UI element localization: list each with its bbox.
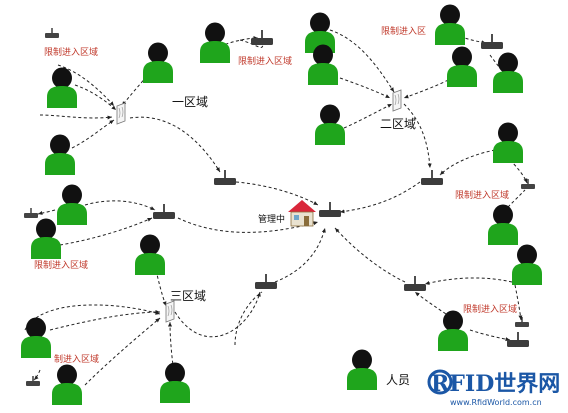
reader-antenna-icon	[506, 331, 530, 348]
restricted-area-label-topright: 限制进入区	[381, 25, 426, 37]
reader-antenna-icon	[480, 33, 504, 50]
reader-antenna-icon	[250, 29, 274, 46]
person-icon	[47, 67, 77, 108]
link-person-to-smallreader-br	[514, 284, 523, 321]
small-reader-antenna-icon	[44, 27, 60, 39]
link-person-to-smallreader-r2	[509, 159, 528, 184]
management-center-house-icon	[288, 200, 316, 227]
restricted-area-label-bottomleft: 制进入区域	[54, 353, 99, 365]
person-icon	[447, 46, 477, 87]
link-person-to-tag-3a	[154, 264, 167, 307]
link-person-to-smallreader-r3	[499, 189, 526, 216]
person-icon	[200, 22, 230, 63]
restricted-area-label-topleft: 限制进入区域	[44, 46, 98, 58]
link-readerR-to-center	[334, 227, 406, 283]
person-icon	[143, 42, 173, 83]
restricted-area-label-left: 限制进入区域	[34, 259, 88, 271]
watermark-logo-icon	[427, 369, 453, 395]
link-person-zone2-restr2	[489, 54, 504, 73]
reader-antenna-icon	[254, 273, 278, 290]
person-icon	[31, 218, 61, 259]
link-person-to-smallreader-left	[37, 209, 56, 215]
link-person-to-reader-left	[84, 200, 156, 211]
person-icon	[160, 362, 190, 403]
reader-antenna-icon	[420, 169, 444, 186]
person-icon	[57, 184, 87, 225]
person-icon	[45, 134, 75, 175]
small-reader-antenna-icon	[520, 178, 536, 190]
wireless-tag-icon	[116, 102, 126, 125]
link-tag-to-reader-2	[403, 103, 432, 169]
person-icon	[135, 234, 165, 275]
person-icon	[21, 317, 51, 358]
zone2-label: 二区域	[380, 117, 416, 131]
small-reader-antenna-icon	[23, 207, 39, 219]
wireless-tag-icon	[392, 89, 402, 112]
link-person-to-tag-2b	[339, 77, 391, 99]
restricted-area-label-bottomright: 限制进入区域	[463, 303, 517, 315]
link-person-to-reader-br3	[469, 329, 511, 342]
watermark: RFID世界网 www.RfidWorld.com.cn	[427, 369, 560, 407]
link-person-to-tag-1d	[39, 114, 113, 120]
reader-antenna-icon	[403, 275, 427, 292]
small-reader-antenna-icon	[25, 375, 41, 387]
link-readerC-to-center	[274, 227, 326, 283]
restricted-area-label-top: 限制进入区域	[238, 55, 292, 67]
reader-antenna-icon	[318, 201, 342, 218]
link-person-to-tag-1c	[71, 119, 115, 149]
zone3-label: 三区域	[170, 289, 206, 303]
person-icon	[493, 52, 523, 93]
link-person-to-reader-br1	[424, 277, 513, 285]
person-icon	[52, 364, 82, 405]
link-tag-to-reader-3	[174, 291, 261, 338]
small-reader-antenna-icon	[514, 316, 530, 328]
management-center-label: 管理中	[258, 213, 285, 225]
person-icon	[435, 4, 465, 45]
link-person-to-tag-2e	[329, 29, 395, 93]
person-icon	[438, 310, 468, 351]
link-person-to-tag-3b	[49, 310, 161, 331]
reader-antenna-icon	[213, 169, 237, 186]
link-tag-to-reader-1	[129, 116, 221, 173]
link-person-to-smallreader-3	[33, 369, 41, 381]
link-person-to-tag-3d	[168, 321, 176, 381]
person-icon	[488, 204, 518, 245]
person-icon	[493, 122, 523, 163]
link-person-to-tag-2c	[343, 103, 393, 129]
zone1-label: 一区域	[172, 95, 208, 109]
person-icon	[347, 349, 377, 390]
link-person-to-reader-bottom	[234, 291, 263, 346]
legend-person-label: 人员	[386, 373, 410, 387]
labels: 一区域 二区域 三区域 限制进入区域 限制进入区域 限制进入区 限制进入区域 限…	[34, 25, 517, 387]
link-person-to-tag-1	[74, 84, 117, 111]
person-icon	[315, 104, 345, 145]
link-person-to-tag-3c	[84, 317, 161, 386]
watermark-url: www.RfidWorld.com.cn	[450, 398, 542, 407]
restricted-area-label-right: 限制进入区域	[455, 189, 509, 201]
link-reader2-to-center	[339, 181, 421, 214]
reader-antenna-icon	[152, 203, 176, 220]
wireless-tag-icon	[165, 300, 175, 323]
link-person-to-smallreader-r1	[439, 149, 496, 176]
link-person-to-reader-br2	[414, 291, 456, 321]
watermark-brand: RFID世界网	[431, 371, 560, 397]
link-reader1-to-center	[235, 181, 319, 206]
link-restricted-to-tag-1	[57, 64, 115, 107]
person-icon	[512, 244, 542, 285]
